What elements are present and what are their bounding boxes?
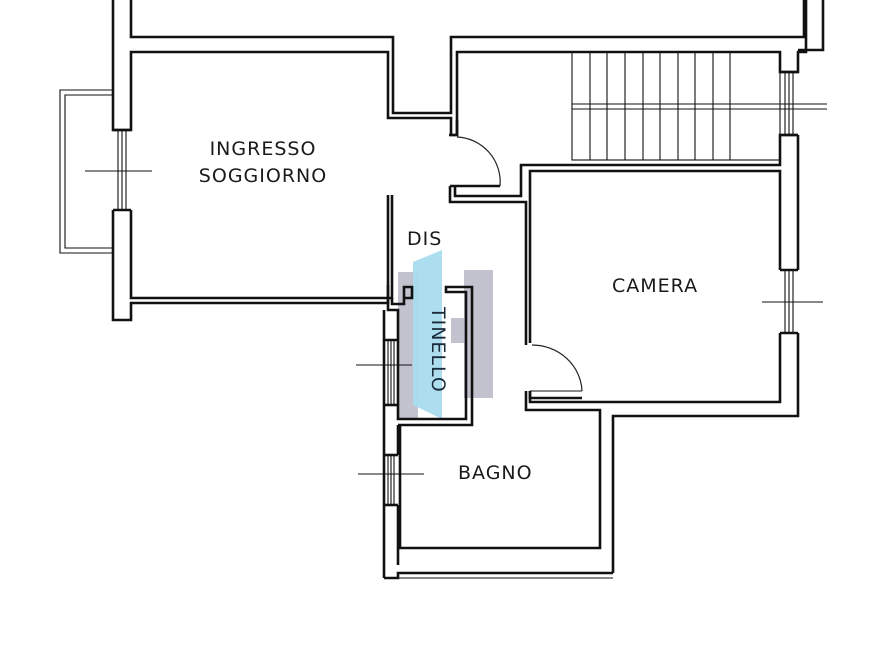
- walls-tinello: [386, 195, 474, 427]
- room-label-ingresso-soggiorno: INGRESSO SOGGIORNO: [183, 136, 343, 190]
- walls-top: [111, 0, 825, 137]
- entry-door: [448, 120, 798, 345]
- window-camera: [762, 270, 823, 333]
- walls-camera: [528, 169, 800, 573]
- window-bagno: [358, 455, 424, 505]
- room-label-tinello: TINELLO: [427, 307, 449, 393]
- walls-bagno-left: [382, 310, 613, 580]
- tinello-highlight: [398, 250, 493, 420]
- balcony: [59, 89, 113, 254]
- room-label-line2: SOGGIORNO: [198, 165, 328, 187]
- window-tinello: [356, 340, 412, 405]
- door-camera: [398, 344, 602, 550]
- room-label-camera: CAMERA: [612, 275, 699, 297]
- window-stairs: [780, 70, 800, 270]
- room-label-dis: DIS: [407, 228, 443, 250]
- room-label-bagno: BAGNO: [458, 462, 533, 484]
- room-label-line1: INGRESSO: [209, 138, 317, 160]
- window-soggiorno: [85, 130, 152, 210]
